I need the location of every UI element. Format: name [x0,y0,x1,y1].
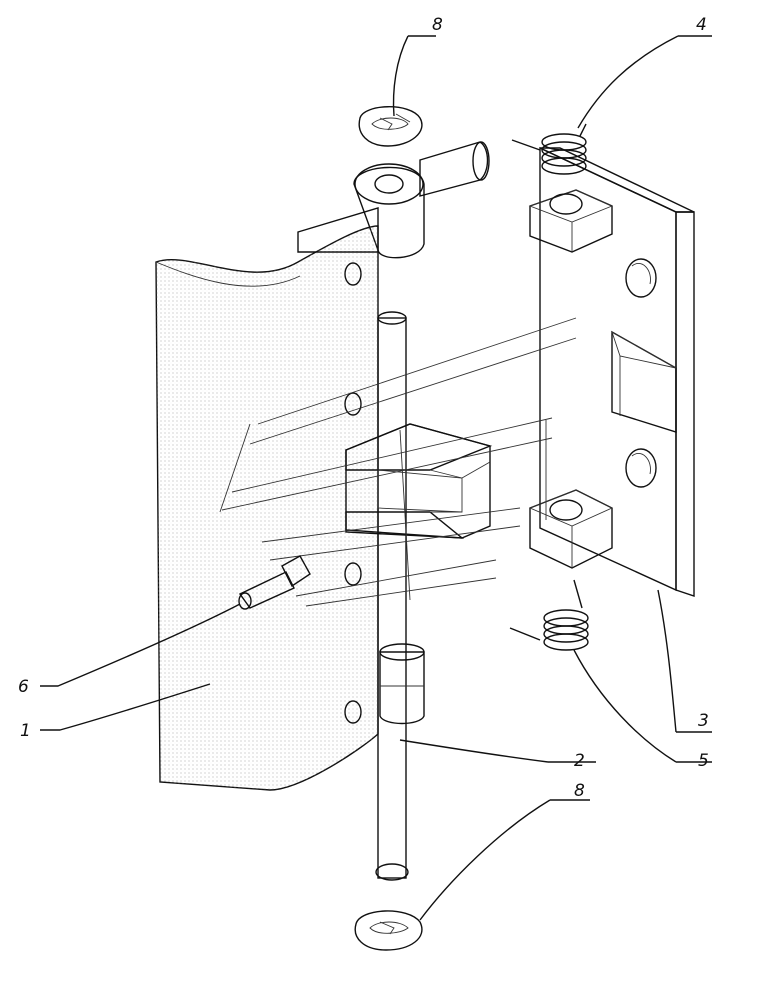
callout-label-clip-bottom: 8 [574,781,585,801]
torsion-spring-bottom [509,579,589,651]
callout-labels: 8 4 6 1 2 3 5 8 [18,15,709,801]
callout-label-leaf-right: 3 [698,711,709,731]
center-bracket [345,423,493,539]
callout-label-clip-top: 8 [432,15,443,35]
callout-label-spring-top: 4 [696,15,707,35]
callout-label-hinge-pin: 2 [574,751,585,771]
hinge-leaf-left [155,225,379,791]
leader-lines [40,35,712,921]
callout-label-grease-fitting: 6 [18,677,29,697]
retaining-clip-top [358,106,423,147]
retaining-clip-bottom [354,910,423,951]
callout-label-leaf-left: 1 [20,721,31,741]
grease-fitting [238,555,311,610]
torsion-spring-top [511,123,587,175]
projection-lines [219,317,577,607]
callout-label-spring-bottom: 5 [698,751,709,771]
hinge-leaf-right [528,146,695,597]
